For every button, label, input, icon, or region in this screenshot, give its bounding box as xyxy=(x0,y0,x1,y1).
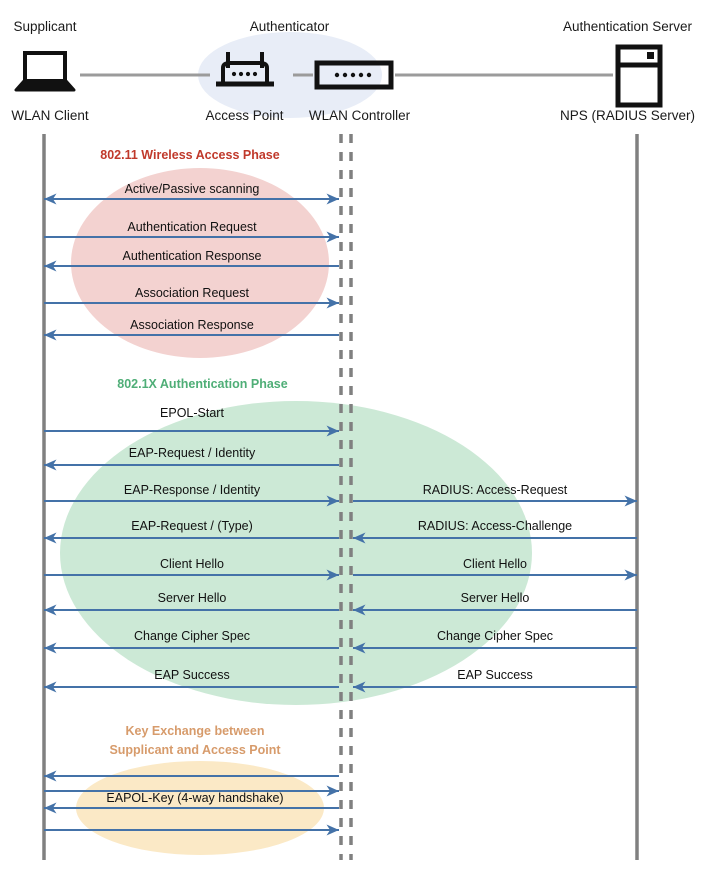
msg-label-server-hello-left: Server Hello xyxy=(157,591,227,605)
msg-label-client-hello-left: Client Hello xyxy=(160,557,224,571)
phase-label-802-11: 802.11 Wireless Access Phase xyxy=(100,148,280,162)
phase-label-key-exchange-line1: Key Exchange between xyxy=(125,724,265,738)
actor-role-auth-server: Authentication Server xyxy=(562,19,693,34)
actor-device-nps-radius: NPS (RADIUS Server) xyxy=(559,108,696,123)
msg-label-epol-start: EPOL-Start xyxy=(160,406,224,420)
msg-label-change-cipher-spec-right: Change Cipher Spec xyxy=(436,629,554,643)
server-rack-icon xyxy=(615,44,663,108)
phase-802-11-ellipse xyxy=(71,168,329,358)
msg-label-radius-access-challenge: RADIUS: Access-Challenge xyxy=(417,519,573,533)
msg-label-eap-success-right: EAP Success xyxy=(457,668,533,682)
msg-label-authentication-response: Authentication Response xyxy=(122,249,262,263)
phase-802-1x-ellipse xyxy=(60,401,532,705)
msg-label-association-request: Association Request xyxy=(135,286,249,300)
msg-label-association-response: Association Response xyxy=(130,318,254,332)
msg-label-eap-request-identity: EAP-Request / Identity xyxy=(128,446,256,460)
wlan-controller-icon xyxy=(314,60,394,90)
msg-label-radius-access-request: RADIUS: Access-Request xyxy=(422,483,568,497)
actor-role-supplicant: Supplicant xyxy=(13,19,77,34)
actor-device-wlan-client: WLAN Client xyxy=(11,108,89,123)
laptop-icon xyxy=(14,51,76,92)
msg-label-server-hello-right: Server Hello xyxy=(460,591,530,605)
actor-device-access-point: Access Point xyxy=(205,108,284,123)
authenticator-halo xyxy=(198,32,382,118)
msg-label-change-cipher-spec-left: Change Cipher Spec xyxy=(133,629,251,643)
msg-label-authentication-request: Authentication Request xyxy=(127,220,257,234)
msg-label-client-hello-right: Client Hello xyxy=(463,557,527,571)
phase-label-802-1x: 802.1X Authentication Phase xyxy=(117,377,288,391)
msg-label-eapol-key-handshake: EAPOL-Key (4-way handshake) xyxy=(106,791,284,805)
access-point-led-dots xyxy=(231,71,258,77)
msg-label-eap-response-identity: EAP-Response / Identity xyxy=(123,483,261,497)
actor-role-authenticator: Authenticator xyxy=(249,19,330,34)
msg-label-active-passive-scanning: Active/Passive scanning xyxy=(124,182,260,196)
wireless-access-point-icon xyxy=(216,52,274,87)
actor-device-wlan-controller: WLAN Controller xyxy=(308,108,411,123)
msg-label-eap-success-left: EAP Success xyxy=(154,668,230,682)
msg-label-eap-request-type: EAP-Request / (Type) xyxy=(131,519,253,533)
phase-label-key-exchange-line2: Supplicant and Access Point xyxy=(109,743,281,757)
